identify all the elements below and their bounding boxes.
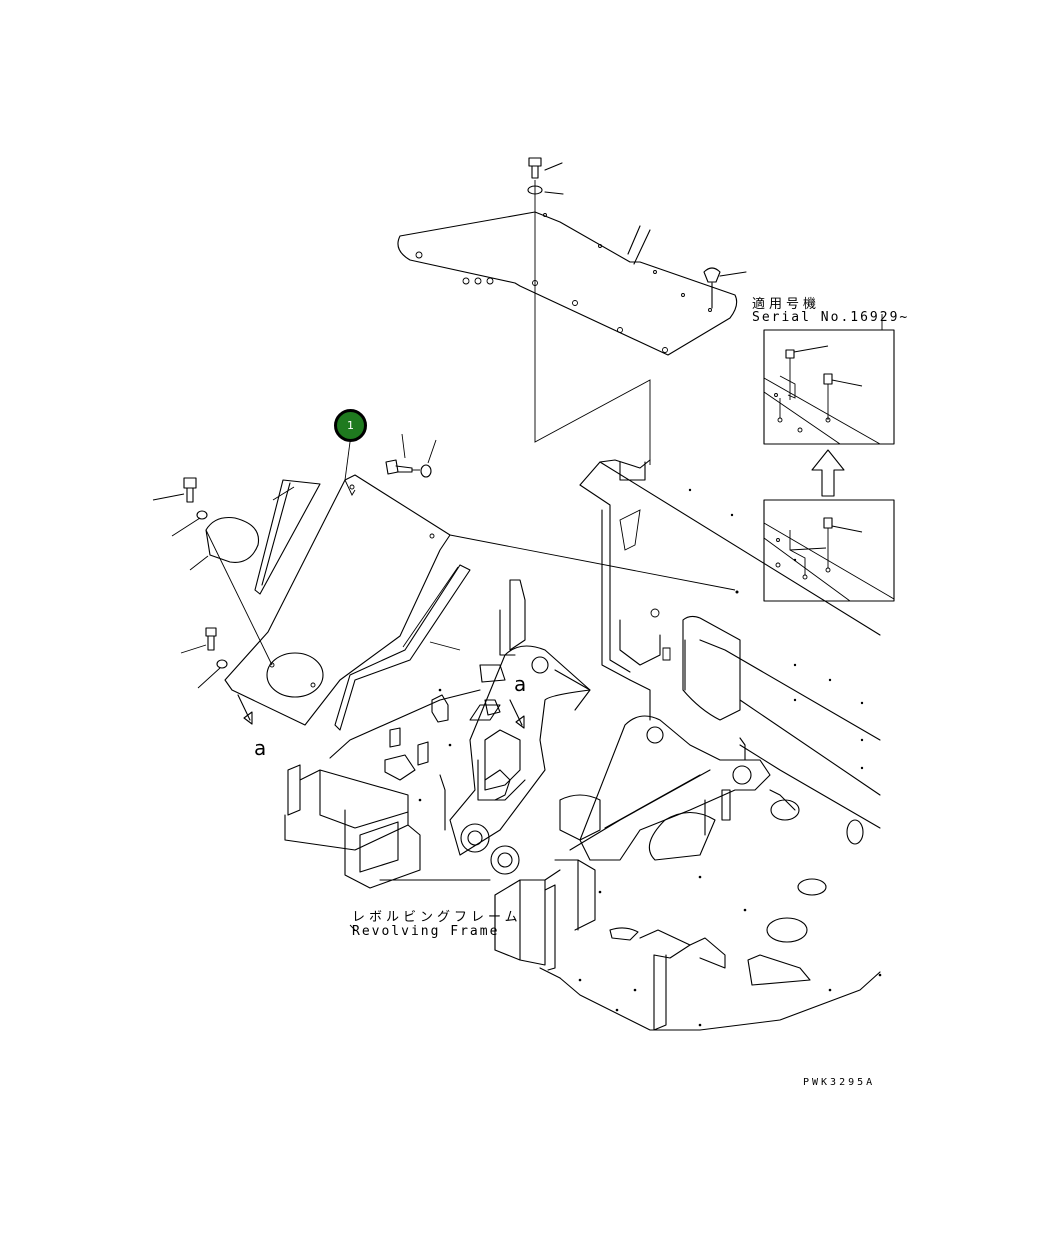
- view-marker-a-center: a: [514, 672, 527, 696]
- frame-label-leader: [349, 924, 356, 931]
- up-arrow-icon: [811, 449, 845, 497]
- serial-note-japanese: 適用号機: [752, 297, 821, 312]
- upper-cover-plate: [397, 157, 747, 465]
- drawing-code: PWK3295A: [803, 1077, 876, 1088]
- view-marker-a-left: a: [254, 736, 267, 760]
- revolving-frame: [284, 459, 882, 1031]
- detail-view-boxes: [763, 314, 895, 602]
- serial-note-english: Serial No.16929~: [752, 310, 910, 325]
- part-1-cover-plate: [152, 433, 739, 731]
- frame-label-english: Revolving Frame: [352, 924, 500, 939]
- frame-label-japanese: レボルビングフレーム: [352, 910, 522, 925]
- callout-1[interactable]: 1: [334, 409, 367, 442]
